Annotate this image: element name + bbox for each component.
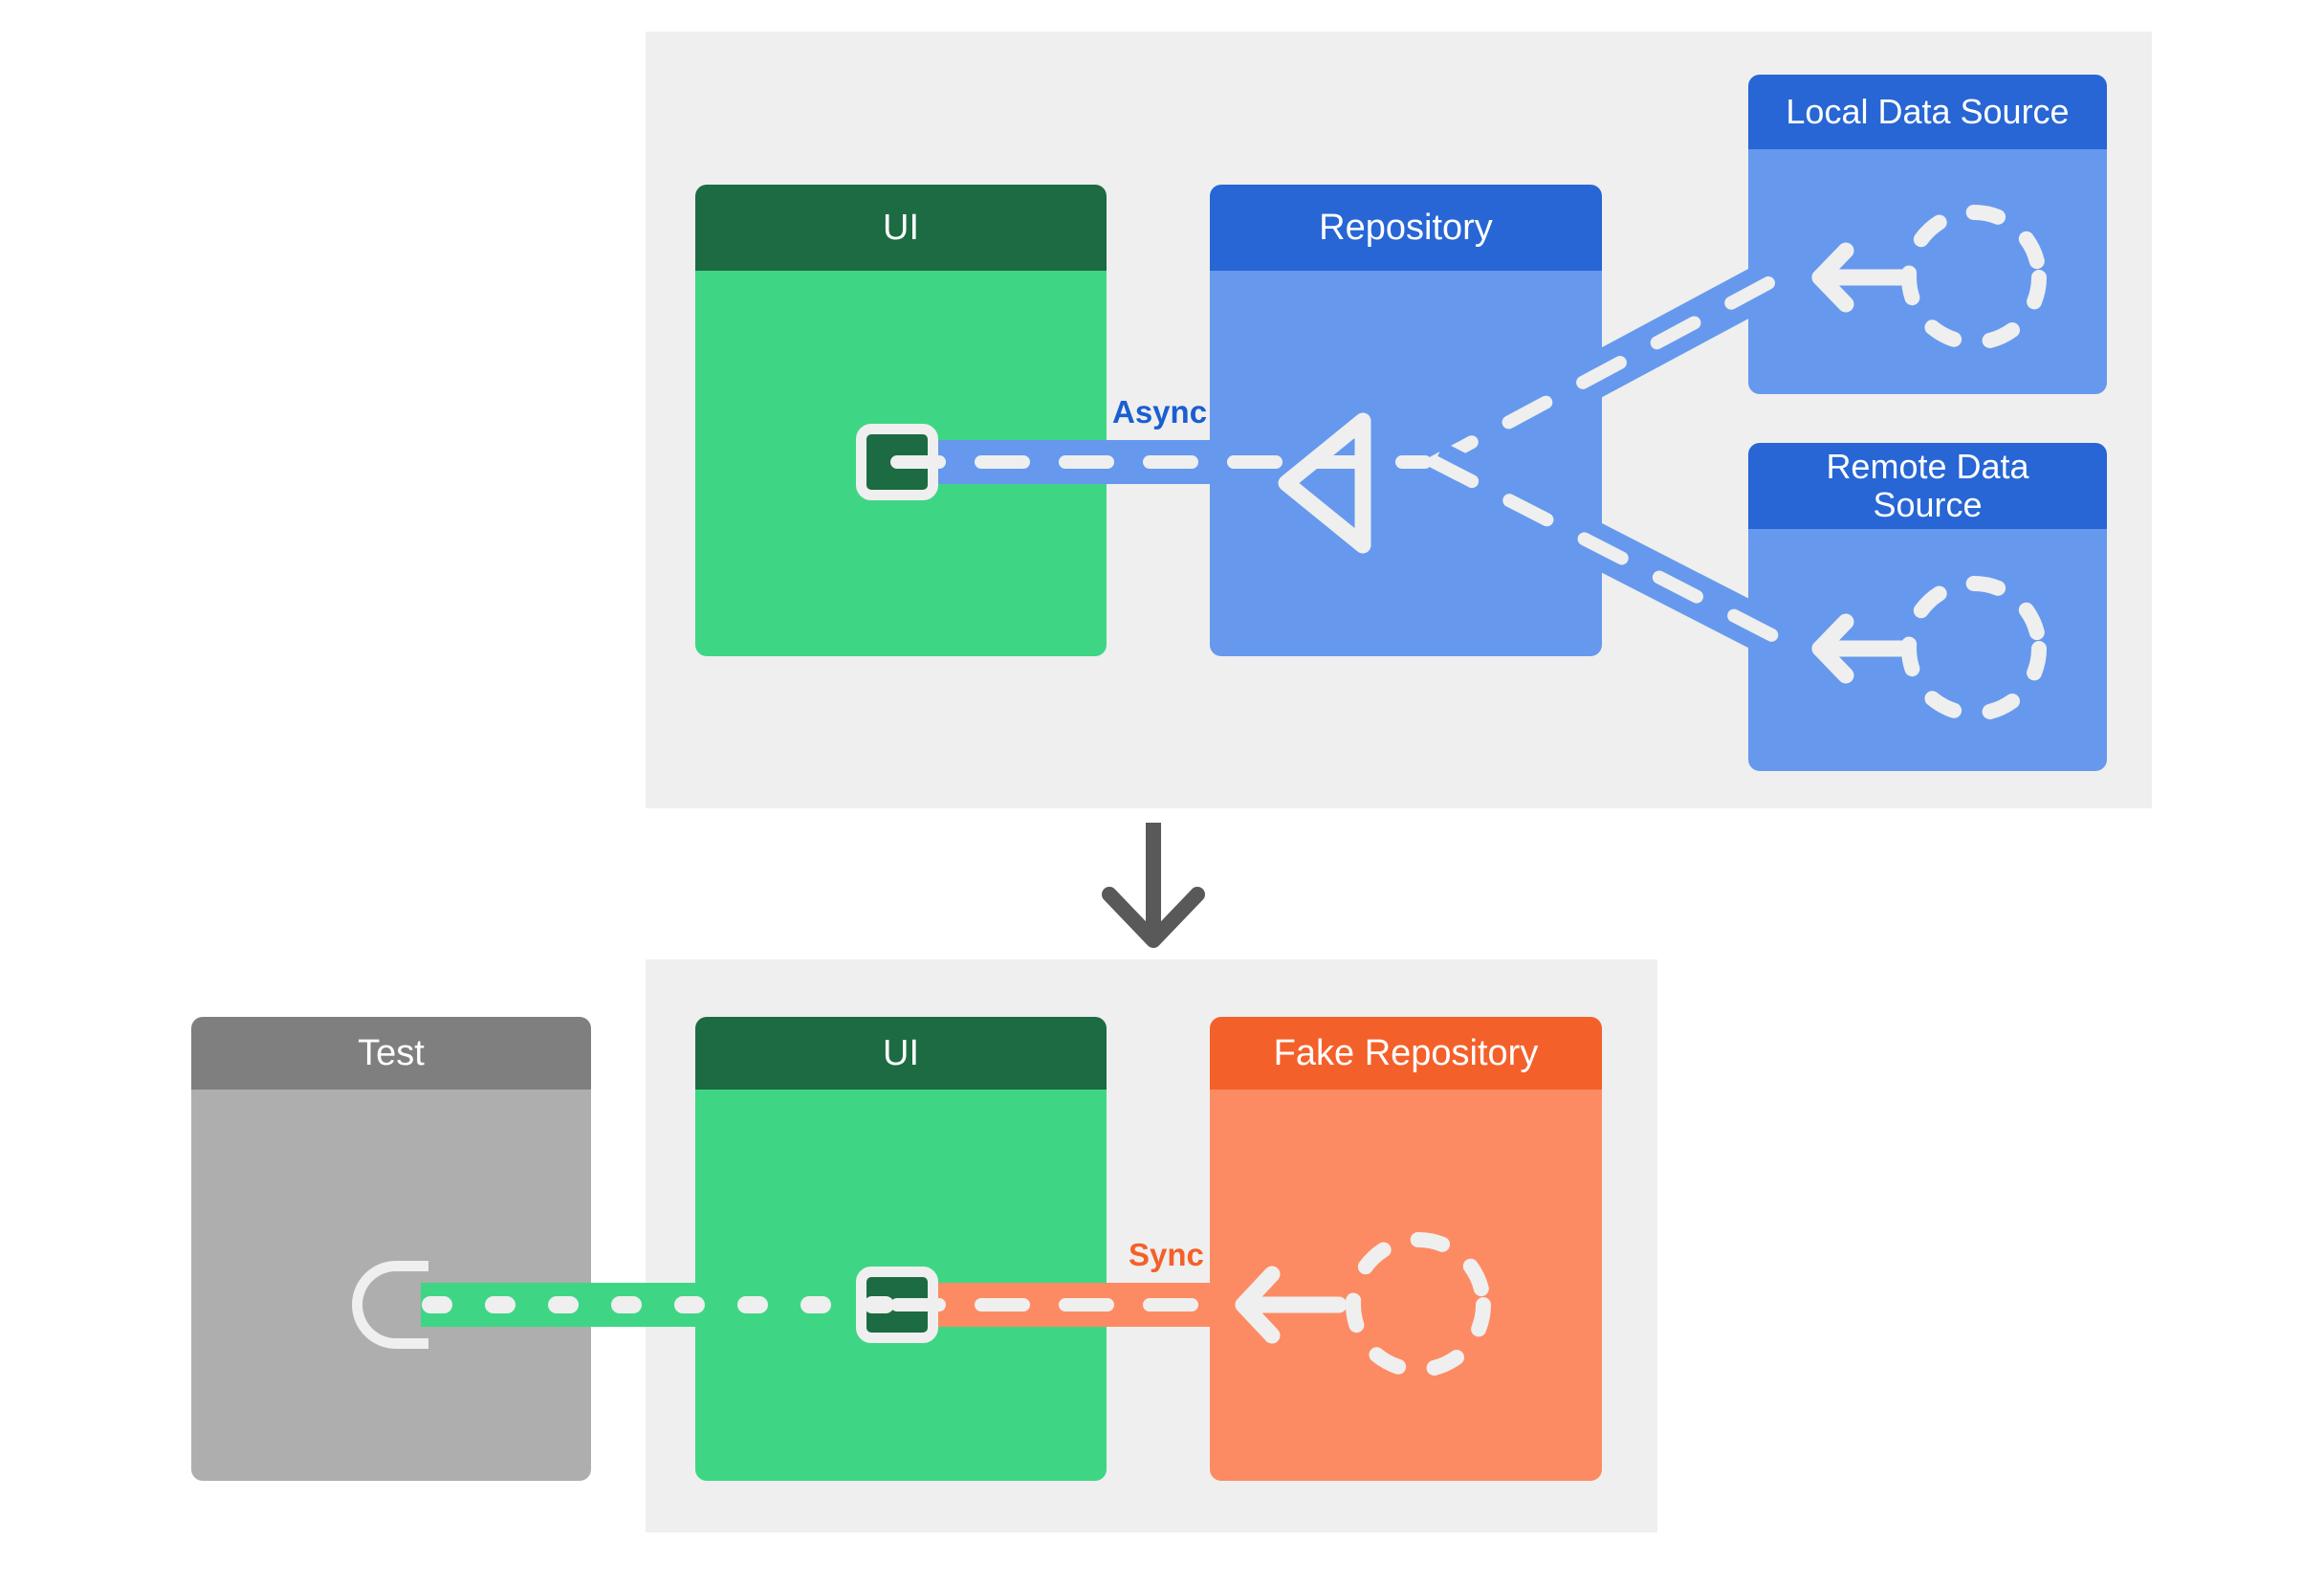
- connector-async-ui-repository: [889, 440, 1425, 484]
- node-test-header: Test: [191, 1017, 591, 1090]
- connector-sync-label: Sync: [1129, 1237, 1204, 1272]
- node-fake-repository[interactable]: Fake Repository: [1210, 1017, 1602, 1481]
- node-ui-test-label: UI: [883, 1032, 919, 1073]
- node-local-data-source-body: [1748, 149, 2107, 394]
- node-local-data-source-label: Local Data Source: [1786, 91, 2070, 131]
- node-remote-data-source-body: [1748, 529, 2107, 771]
- node-test[interactable]: Test: [191, 1017, 591, 1481]
- node-repository-label: Repository: [1319, 207, 1493, 248]
- node-remote-data-source[interactable]: Remote Data Source: [1748, 443, 2107, 771]
- node-ui-production-header: UI: [695, 185, 1107, 271]
- socket-icon: [352, 1261, 428, 1349]
- node-repository-header: Repository: [1210, 185, 1602, 271]
- node-fake-repository-header: Fake Repository: [1210, 1017, 1602, 1090]
- connector-test-ui: [421, 1283, 899, 1327]
- node-remote-data-source-label: Remote Data Source: [1826, 446, 2029, 524]
- plug-icon: [856, 1267, 938, 1343]
- node-ui-test[interactable]: UI: [695, 1017, 1107, 1481]
- connector-sync-ui-fake-repository: [889, 1283, 1234, 1327]
- node-test-label: Test: [358, 1032, 425, 1073]
- node-remote-data-source-header: Remote Data Source: [1748, 443, 2107, 529]
- node-fake-repository-label: Fake Repository: [1273, 1032, 1539, 1073]
- node-fake-repository-body: [1210, 1090, 1602, 1481]
- node-repository[interactable]: Repository: [1210, 185, 1602, 656]
- down-arrow-icon: [1102, 823, 1205, 948]
- plug-icon: [856, 424, 938, 500]
- node-local-data-source-header: Local Data Source: [1748, 75, 2107, 149]
- connector-async-label: Async: [1112, 394, 1208, 430]
- node-ui-production[interactable]: UI: [695, 185, 1107, 656]
- node-local-data-source[interactable]: Local Data Source: [1748, 75, 2107, 394]
- node-ui-production-label: UI: [883, 207, 919, 248]
- node-ui-test-header: UI: [695, 1017, 1107, 1090]
